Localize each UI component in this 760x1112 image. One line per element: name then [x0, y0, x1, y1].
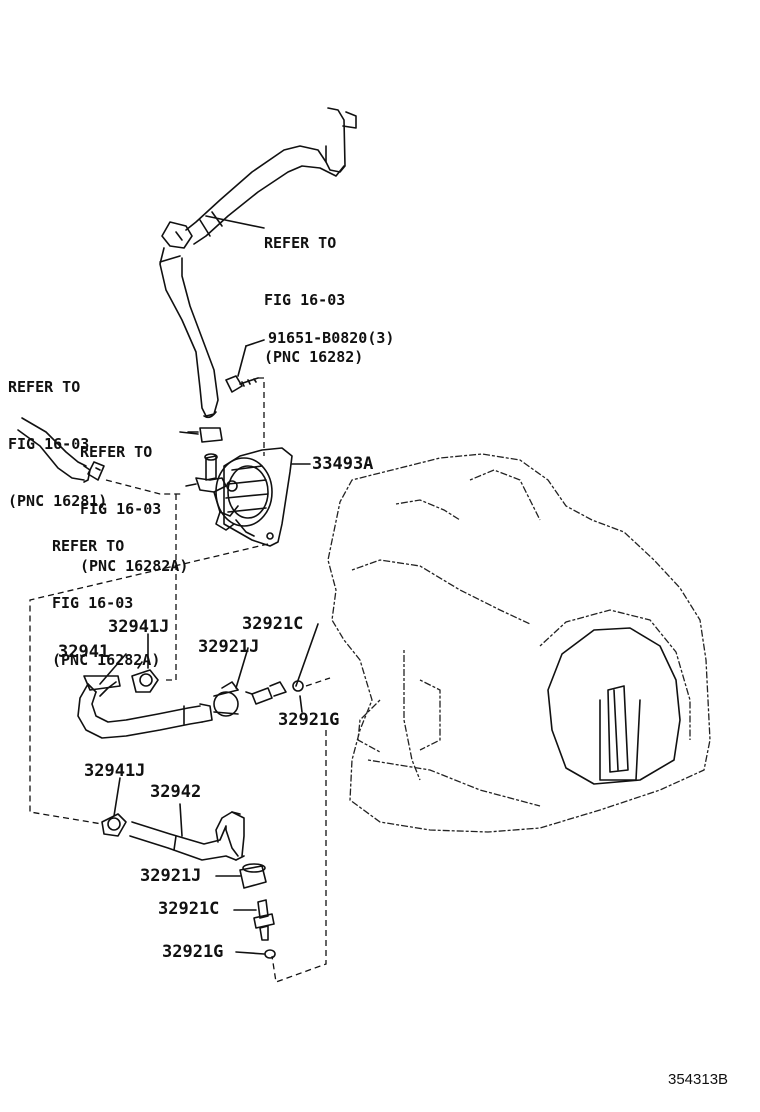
refer-left-line3: (PNC 16281) [8, 492, 108, 510]
part-hose-lower-label: 32942 [150, 782, 202, 802]
leader-lines [99, 215, 319, 955]
part-clamp-upper-label: 32921J [198, 637, 260, 657]
part-clamp-lower-label: 32921J [140, 866, 202, 886]
clamp-32921j-lower [239, 863, 267, 889]
refer-mid-line3: (PNC 16282A) [80, 557, 189, 575]
bolt-part [225, 375, 259, 393]
refer-top-line2: FIG 16-03 [264, 291, 346, 309]
part-union-upper-label: 32921C [242, 614, 304, 634]
part-gasket-upper-label: 32921G [278, 710, 340, 730]
refer-top-label: REFER TO FIG 16-03 (PNC 16282) [264, 196, 363, 405]
clip-32941j-lower [101, 813, 127, 837]
part-bolt-label: 91651-B0820(3) [268, 329, 395, 347]
refer-top-line3: (PNC 16282) [264, 348, 364, 366]
refer-mid-line2: FIG 16-03 [80, 500, 162, 518]
refer-low-label: REFER TO FIG 16-03 (PNC 16282A) [52, 499, 160, 708]
refer-low-line2: FIG 16-03 [52, 594, 134, 612]
refer-low-line3: (PNC 16282A) [52, 651, 161, 669]
part-hose-upper-label: 32941 [58, 642, 110, 662]
figure-id: 354313B [668, 1071, 729, 1088]
oil-cooler [185, 447, 293, 547]
gasket-32921g-lower [264, 949, 276, 959]
part-cooler-label: 33493A [312, 454, 374, 474]
refer-left-label: REFER TO FIG 16-03 (PNC 16281) [8, 340, 107, 549]
part-gasket-lower-label: 32921G [162, 942, 224, 962]
upper-hose [159, 107, 357, 419]
union-32921c-lower [253, 899, 275, 941]
assembly-guide-lines [29, 377, 331, 983]
part-union-lower-label: 32921C [158, 899, 220, 919]
hose-32942 [129, 811, 245, 861]
refer-top-line1: REFER TO [264, 234, 337, 252]
part-clip-lower-label: 32941J [84, 761, 146, 781]
mid-clamp [187, 427, 223, 443]
refer-mid-line1: REFER TO [80, 443, 153, 461]
clip-32941j-upper [131, 661, 159, 693]
transmission-case [327, 453, 711, 833]
clamp-32921j-upper [213, 681, 239, 717]
small-fitting [87, 461, 105, 481]
refer-low-line1: REFER TO [52, 537, 125, 555]
refer-left-line2: FIG 16-03 [8, 435, 90, 453]
union-32921c-upper [245, 680, 304, 705]
part-clip-upper-label: 32941J [108, 617, 170, 637]
refer-left-line1: REFER TO [8, 378, 81, 396]
refer-mid-label: REFER TO FIG 16-03 (PNC 16282A) [80, 405, 188, 614]
